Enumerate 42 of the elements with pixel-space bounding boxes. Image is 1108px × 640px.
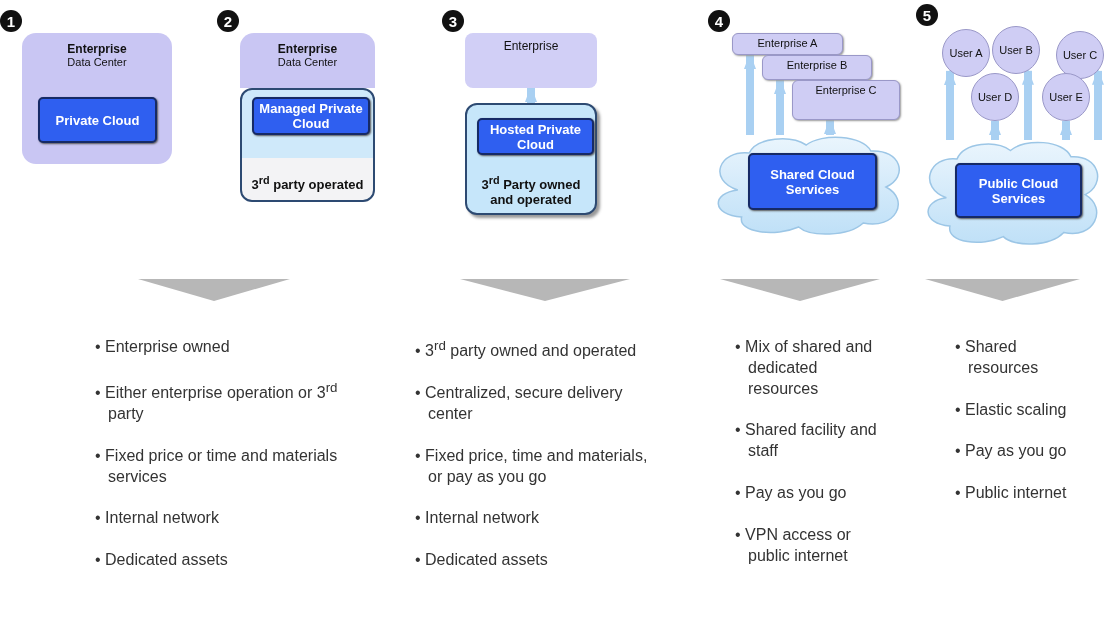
bullet-item: • Public internet xyxy=(955,483,1068,504)
cloud-service-box: Public Cloud Services xyxy=(955,163,1082,218)
user-circle: User C xyxy=(1056,31,1104,79)
bullet-item: • Fixed price, time and materials, or pay as you go xyxy=(415,445,649,487)
bullet-item: • Elastic scaling xyxy=(955,399,1068,420)
bullet-item: • Centralized, secure delivery center xyxy=(415,383,624,424)
bullet-item: • Fixed price or time and materials services xyxy=(95,445,339,487)
bullet-item: • VPN access or public internet xyxy=(735,524,852,566)
bullet-item: • Pay as you go xyxy=(955,441,1068,462)
enterprise-box: Enterprise A xyxy=(732,33,843,55)
cloud-service-box: Shared Cloud Services xyxy=(748,153,877,210)
enterprise-box: Enterprise xyxy=(465,33,597,88)
bullet-item: • Mix of shared and dedicated resources xyxy=(735,337,874,399)
bullet-item: • Internal network xyxy=(95,508,220,529)
cloud-service-box: Private Cloud xyxy=(38,97,157,143)
bullet-item: • Shared resources xyxy=(955,337,1040,378)
bullet-item: • Dedicated assets xyxy=(95,550,229,571)
number-badge: 5 xyxy=(916,4,938,26)
number-badge: 4 xyxy=(708,10,730,32)
number-badge: 2 xyxy=(217,10,239,32)
user-circle: User E xyxy=(1042,73,1090,121)
bullet-item: • 3$^{rd}$ party owned and operated xyxy=(415,337,638,362)
hosting-box: Hosted Private Cloud 3$^{rd}$ Party owned and operated xyxy=(465,103,597,215)
number-badge: 3 xyxy=(442,10,464,32)
bullet-item: • Either enterprise operation or 3$^{rd}$ party xyxy=(95,378,339,424)
enterprise-box: Enterprise C xyxy=(792,80,900,120)
bullet-item: • Shared facility and staff xyxy=(735,420,877,462)
user-circle: User D xyxy=(971,73,1019,121)
user-circle: User A xyxy=(942,29,990,77)
cloud-service-box: Hosted Private Cloud xyxy=(477,118,594,155)
bullet-item: • Internal network xyxy=(415,508,540,529)
bullet-item: • Pay as you go xyxy=(735,483,848,503)
bullet-item: • Dedicated assets xyxy=(415,550,549,571)
hosting-box: Managed Private Cloud 3$^{rd}$ party operated xyxy=(240,88,375,202)
cloud-service-box: Managed Private Cloud xyxy=(252,97,370,135)
data-center-panel: Enterprise Data Center Private Cloud xyxy=(22,33,172,164)
user-circle: User B xyxy=(992,26,1040,74)
data-center-panel: Enterprise Data Center xyxy=(240,33,375,88)
enterprise-box: Enterprise B xyxy=(762,55,872,80)
bullet-item: • Enterprise owned xyxy=(95,337,231,357)
number-badge: 1 xyxy=(0,10,22,32)
arrow xyxy=(525,86,537,103)
